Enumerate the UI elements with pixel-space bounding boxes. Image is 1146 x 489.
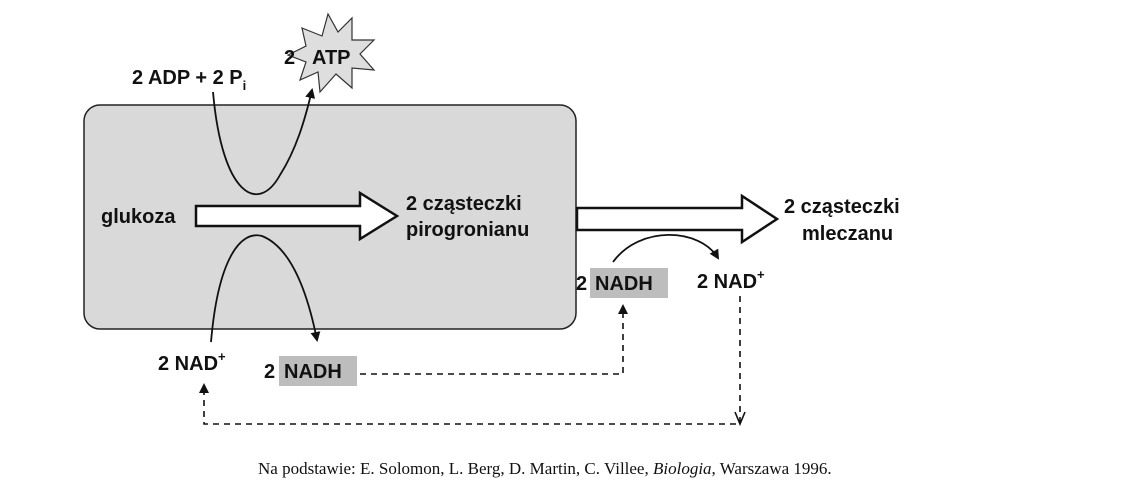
nad-right-label: 2 NAD+ <box>697 267 765 293</box>
nadh-right-count: 2 <box>576 273 587 295</box>
nad-left-label: 2 NAD+ <box>158 349 226 375</box>
lactate-label-line2: mleczanu <box>802 223 893 245</box>
nadh-bottom-label: NADH <box>284 361 342 383</box>
adp-to-atp-curve <box>212 88 316 195</box>
nadh-bottom-highlight <box>279 356 357 386</box>
nadh-bottom-count: 2 <box>264 361 275 383</box>
adp-pi-label: 2 ADP + 2 Pi <box>132 67 246 93</box>
atp-count: 2 <box>284 47 295 69</box>
atp-burst-icon <box>286 12 376 94</box>
pyruvate-label-line1: 2 cząsteczki <box>406 193 522 215</box>
pyruvate-to-lactate-arrow <box>575 193 780 245</box>
atp-label: ATP <box>312 47 351 69</box>
nadh-to-nad-curve <box>612 233 720 263</box>
glucose-label: glukoza <box>101 206 176 228</box>
nad-recycle-dashed-arrow <box>199 296 741 425</box>
nadh-transfer-dashed-arrow <box>360 304 628 375</box>
nad-right-down-arrowhead <box>734 411 746 427</box>
pyruvate-label-line2: pirogronianu <box>406 219 529 241</box>
lactate-label-line1: 2 cząsteczki <box>784 196 900 218</box>
nadh-right-label: NADH <box>595 273 653 295</box>
nad-to-nadh-curve <box>210 234 321 343</box>
nadh-right-highlight <box>590 268 668 298</box>
source-caption: Na podstawie: E. Solomon, L. Berg, D. Ma… <box>258 459 832 478</box>
glucose-to-pyruvate-arrow <box>194 190 400 242</box>
